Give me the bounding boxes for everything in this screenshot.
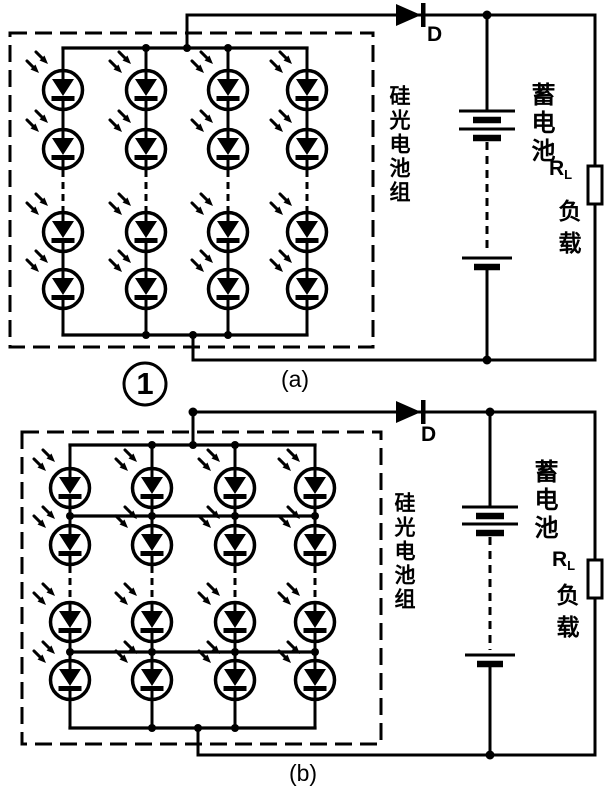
junction-dot: [485, 407, 495, 417]
load-resistor-a: [586, 164, 604, 206]
diode-label-a: D: [427, 23, 443, 46]
positive-wire-b: [191, 410, 597, 562]
caption-b: (b): [288, 760, 318, 786]
junction-dot: [224, 331, 232, 339]
array-label-b: 硅光电池组: [392, 492, 415, 612]
load-label-a: 负载: [555, 199, 581, 263]
junction-dot: [482, 10, 492, 20]
storage-battery-icon-b: [462, 410, 518, 757]
junction-dot: [148, 441, 156, 449]
load-resistor-label-b: RL: [552, 548, 576, 573]
junction-dot: [311, 512, 319, 520]
caption-a: (a): [280, 366, 310, 392]
panel-b-circuit: [20, 400, 604, 760]
junction-dot: [148, 724, 156, 732]
junction-dot: [194, 724, 202, 732]
battery-label-b: 蓄电池: [530, 459, 557, 543]
junction-dot: [66, 512, 74, 520]
junction-dot: [231, 724, 239, 732]
figure-marker-number: 1: [136, 366, 154, 401]
junction-dot: [66, 648, 74, 656]
column-dashed-wires-b: [68, 566, 317, 601]
junction-dot: [311, 648, 319, 656]
column-wires-b: [68, 443, 317, 730]
column-wires-a: [61, 46, 309, 337]
junction-dot: [142, 44, 150, 52]
junction-dot: [148, 512, 156, 520]
positive-wire-a: [185, 13, 597, 168]
figure-marker-circle: [122, 361, 168, 407]
storage-battery-icon-a: [459, 13, 515, 362]
junction-dot: [482, 355, 492, 365]
negative-wire-a: [191, 202, 597, 362]
load-resistor-b: [586, 558, 604, 600]
junction-dot: [224, 44, 232, 52]
panel-a-circuit: [8, 3, 604, 407]
column-dashed-wires-a: [61, 170, 309, 211]
junction-dot: [148, 648, 156, 656]
photocell-array-enclosure-b: [20, 430, 383, 746]
junction-dot: [231, 441, 239, 449]
array-label-a: 硅光电池组: [387, 85, 410, 205]
junction-dot: [188, 407, 198, 417]
junction-dot: [231, 648, 239, 656]
negative-wire-b: [196, 596, 597, 757]
diode-label-b: D: [421, 423, 437, 446]
junction-dot: [189, 441, 197, 449]
junction-dot: [183, 44, 191, 52]
junction-dot: [189, 331, 197, 339]
junction-dot: [231, 512, 239, 520]
battery-label-a: 蓄电池: [527, 82, 554, 166]
load-label-b: 负载: [553, 583, 579, 647]
load-resistor-label-a: RL: [549, 157, 573, 182]
junction-dot: [485, 750, 495, 760]
junction-dot: [142, 331, 150, 339]
